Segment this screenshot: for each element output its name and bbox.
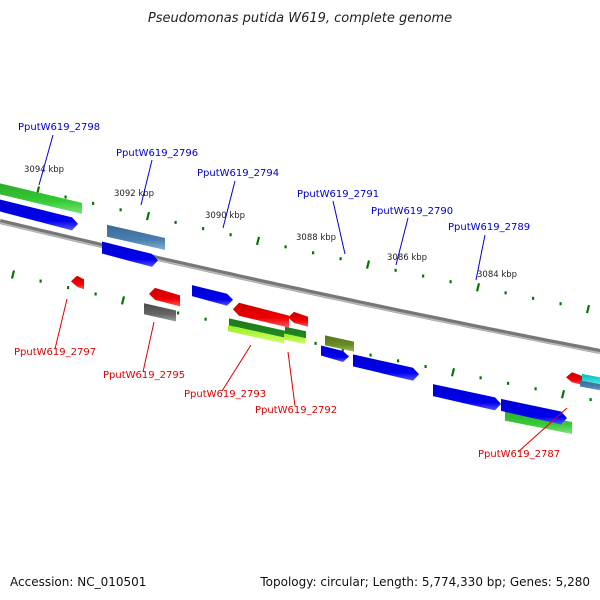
scale-label: 3088 kbp <box>296 233 336 243</box>
gene-label[interactable]: PputW619_2789 <box>448 222 530 233</box>
gene-leader-line <box>332 200 346 255</box>
feature-cds-forward[interactable] <box>192 285 233 306</box>
outer-minor-tick <box>422 274 425 278</box>
genome-backbone <box>0 218 600 354</box>
inner-major-tick <box>450 367 456 377</box>
gene-leader-line <box>395 217 409 266</box>
feature-cog-yellowgreen[interactable] <box>284 333 305 345</box>
feature-cog-gray[interactable] <box>144 303 176 322</box>
outer-major-tick <box>145 211 151 221</box>
gene-leader-line <box>517 407 568 453</box>
inner-minor-tick <box>424 365 427 369</box>
gene-leader-line <box>287 351 296 407</box>
outer-major-tick <box>475 283 481 292</box>
genome-backbone-highlight <box>0 222 600 354</box>
outer-minor-tick <box>229 233 232 237</box>
backbone <box>0 218 600 354</box>
gene-leader-line <box>54 298 68 350</box>
inner-minor-tick <box>39 279 42 283</box>
labels: 3094 kbp 3092 kbp 3090 kbp 3088 kbp 3086 kbp… <box>14 122 568 460</box>
gene-leader-line <box>142 321 155 373</box>
feature-cds-reverse[interactable] <box>233 302 289 328</box>
outer-major-tick <box>255 236 261 246</box>
scale-label: 3094 kbp <box>24 165 64 175</box>
gene-leader-line <box>221 344 252 392</box>
gene-label[interactable]: PputW619_2793 <box>184 389 266 400</box>
gene-label[interactable]: PputW619_2792 <box>255 405 337 416</box>
gene-label[interactable]: PputW619_2790 <box>371 206 453 217</box>
feature-cog-cyan[interactable] <box>582 373 600 386</box>
outer-minor-tick <box>312 251 315 255</box>
gene-label[interactable]: PputW619_2794 <box>197 168 279 179</box>
gene-leader-line <box>140 159 153 206</box>
feature-cog-yellowgreen[interactable] <box>228 325 284 344</box>
feature-cds-reverse[interactable] <box>566 372 582 385</box>
outer-minor-tick <box>64 195 67 199</box>
map-title: Pseudomonas putida W619, complete genome <box>148 11 452 26</box>
inner-minor-tick <box>534 387 537 391</box>
feature-cds-forward[interactable] <box>102 241 158 267</box>
feature-cog-green[interactable] <box>0 182 82 214</box>
outer-minor-tick <box>449 280 452 284</box>
gene-label[interactable]: PputW619_2796 <box>116 148 198 159</box>
scale-label: 3084 kbp <box>477 270 517 280</box>
accession-text: Accession: NC_010501 <box>10 575 146 589</box>
feature-cog-darkgreen[interactable] <box>285 326 306 339</box>
feature-cog-olive[interactable] <box>325 335 354 352</box>
inner-minor-tick <box>314 341 317 345</box>
gene-leader-line <box>475 234 486 281</box>
inner-minor-tick <box>204 317 207 321</box>
feature-cds-reverse[interactable] <box>71 275 84 290</box>
inner-major-tick <box>10 270 16 279</box>
outer-minor-tick <box>394 268 397 272</box>
inner-minor-tick <box>479 376 482 380</box>
gene-label[interactable]: PputW619_2798 <box>18 122 100 133</box>
inner-minor-tick <box>369 353 372 357</box>
inner-minor-tick <box>589 398 592 402</box>
gene-leader-line <box>38 134 54 186</box>
outer-minor-tick <box>339 257 342 261</box>
inner-major-tick <box>560 389 566 399</box>
feature-cds-forward[interactable] <box>501 398 567 425</box>
outer-major-tick <box>585 304 591 314</box>
gene-label[interactable]: PputW619_2797 <box>14 347 96 358</box>
outer-minor-tick <box>174 220 177 224</box>
outer-minor-tick <box>559 302 562 306</box>
inner-minor-tick <box>507 381 510 385</box>
outer-major-tick <box>365 260 371 269</box>
inner-minor-tick <box>397 359 400 363</box>
outer-minor-tick <box>92 201 95 205</box>
outer-minor-tick <box>504 291 507 295</box>
feature-cds-forward[interactable] <box>433 384 501 411</box>
inner-minor-tick <box>94 292 97 296</box>
gene-label[interactable]: PputW619_2795 <box>103 370 185 381</box>
feature-cds-forward[interactable] <box>0 198 78 231</box>
scale-label: 3086 kbp <box>387 253 427 263</box>
feature-tracks <box>0 182 600 434</box>
feature-cds-forward[interactable] <box>321 345 349 363</box>
feature-cog-steelblue[interactable] <box>580 380 600 392</box>
feature-cds-reverse[interactable] <box>149 287 180 307</box>
gene-label[interactable]: PputW619_2787 <box>478 449 560 460</box>
feature-cds-reverse[interactable] <box>288 311 308 327</box>
outer-minor-tick <box>532 296 535 300</box>
inner-minor-tick <box>177 311 180 315</box>
feature-cog-steelblue[interactable] <box>107 224 165 250</box>
outer-minor-tick <box>202 227 205 231</box>
gene-label[interactable]: PputW619_2791 <box>297 189 379 200</box>
scale-label: 3090 kbp <box>205 211 245 221</box>
feature-cds-forward[interactable] <box>353 354 419 381</box>
genome-summary-text: Topology: circular; Length: 5,774,330 bp… <box>259 575 590 589</box>
inner-major-tick <box>120 296 126 305</box>
scale-label: 3092 kbp <box>114 189 154 199</box>
gene-leader-line <box>222 180 236 229</box>
feature-cog-darkgreen[interactable] <box>229 318 285 338</box>
inner-minor-tick <box>67 286 70 290</box>
scale-ticks <box>10 186 592 402</box>
outer-minor-tick <box>284 245 287 249</box>
outer-minor-tick <box>119 208 122 212</box>
